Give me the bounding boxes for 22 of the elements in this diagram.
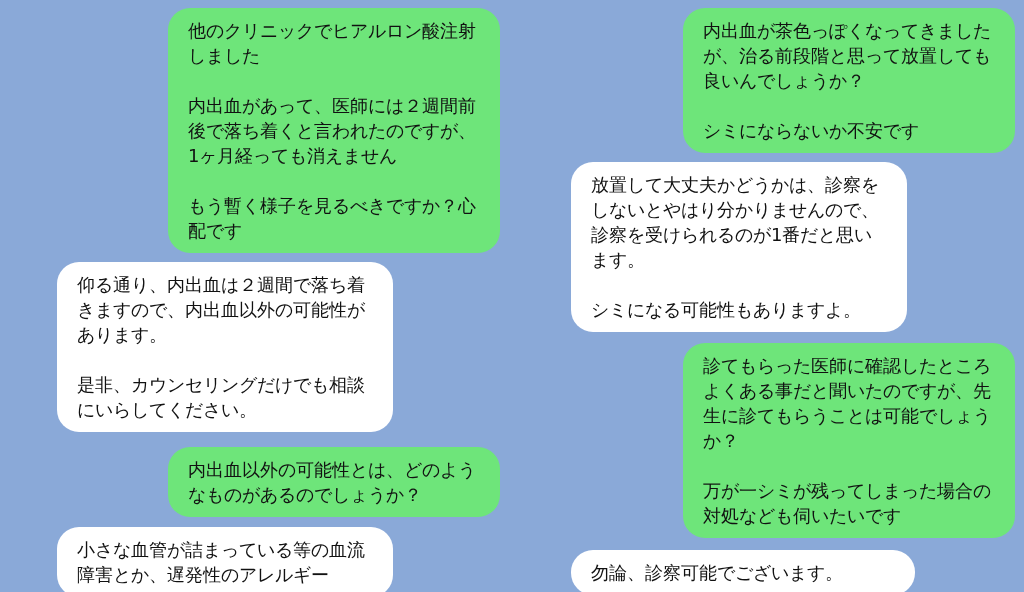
message-text: 内出血があって、医師には２週間前後で落ち着くと言われたのですが、1ヶ月経っても消えません xyxy=(188,94,477,168)
message-text: 是非、カウンセリングだけでも相談にいらしてください。 xyxy=(77,373,366,422)
message-bubble xyxy=(683,343,1015,538)
message-bubble xyxy=(168,447,500,517)
message-text: 万が一シミが残ってしまった場合の対処なども伺いたいです xyxy=(703,479,992,528)
message-text: シミにならないか不安です xyxy=(703,119,920,143)
message-bubble xyxy=(57,527,393,592)
message-bubble xyxy=(571,550,915,592)
message-text: 勿論、診察可能でございます。 xyxy=(591,561,844,585)
message-text: 放置して大丈夫かどうかは、診察をしないとやはり分かりませんので、診察を受けられるのが1番だと思います。 xyxy=(591,173,880,272)
message-text: シミになる可能性もありますよ。 xyxy=(591,298,862,322)
message-text: 内出血が茶色っぽくなってきましたが、治る前段階と思って放置しても良いんでしょうか？ xyxy=(703,19,992,93)
message-bubble xyxy=(168,8,500,253)
message-text: もう暫く様子を見るべきですか？心配です xyxy=(188,194,477,243)
message-text: 他のクリニックでヒアルロン酸注射しました xyxy=(188,19,477,68)
message-bubble xyxy=(57,262,393,432)
message-text: 小さな血管が詰まっている等の血流障害とか、遅発性のアレルギー xyxy=(77,538,366,587)
message-text: 内出血以外の可能性とは、どのようなものがあるのでしょうか？ xyxy=(188,458,477,507)
message-text: 仰る通り、内出血は２週間で落ち着きますので、内出血以外の可能性があります。 xyxy=(77,273,366,347)
message-bubble xyxy=(683,8,1015,153)
message-bubble xyxy=(571,162,907,332)
message-text: 診てもらった医師に確認したところよくある事だと聞いたのですが、先生に診てもらうことは可能でしょうか？ xyxy=(703,354,992,453)
